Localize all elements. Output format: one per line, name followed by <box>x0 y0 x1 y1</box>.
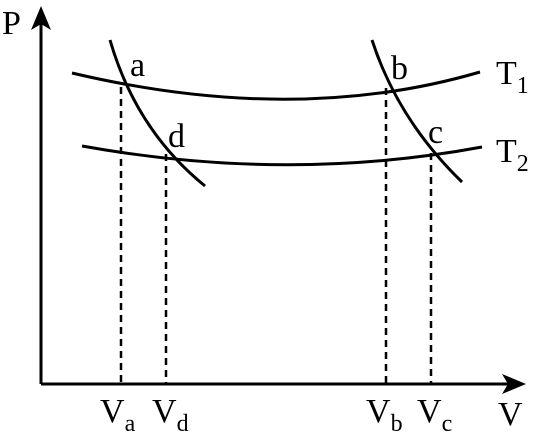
v-axis-label: V <box>498 396 523 433</box>
volume-vb-label: Vb <box>366 393 403 437</box>
isotherm-t1-label: T1 <box>496 55 529 99</box>
volume-va-label: Va <box>100 393 136 437</box>
point-c-label: c <box>428 114 443 151</box>
p-axis-label: P <box>2 5 21 42</box>
adiabat-bc <box>370 39 464 184</box>
isotherm-t2-label: T2 <box>496 133 529 177</box>
point-a-label: a <box>130 47 145 84</box>
isotherm-t1 <box>71 70 481 101</box>
volume-vd-label: Vd <box>152 393 189 437</box>
point-b-label: b <box>391 50 408 87</box>
v-axis-arrowhead <box>502 374 526 394</box>
point-d-label: d <box>168 118 185 155</box>
projection-lines <box>119 87 433 384</box>
p-axis-arrowhead <box>31 6 51 30</box>
volume-vc-label: Vc <box>417 393 452 437</box>
axes <box>31 6 526 394</box>
adiabat-ad <box>108 39 206 188</box>
isotherm-t2 <box>81 144 483 167</box>
